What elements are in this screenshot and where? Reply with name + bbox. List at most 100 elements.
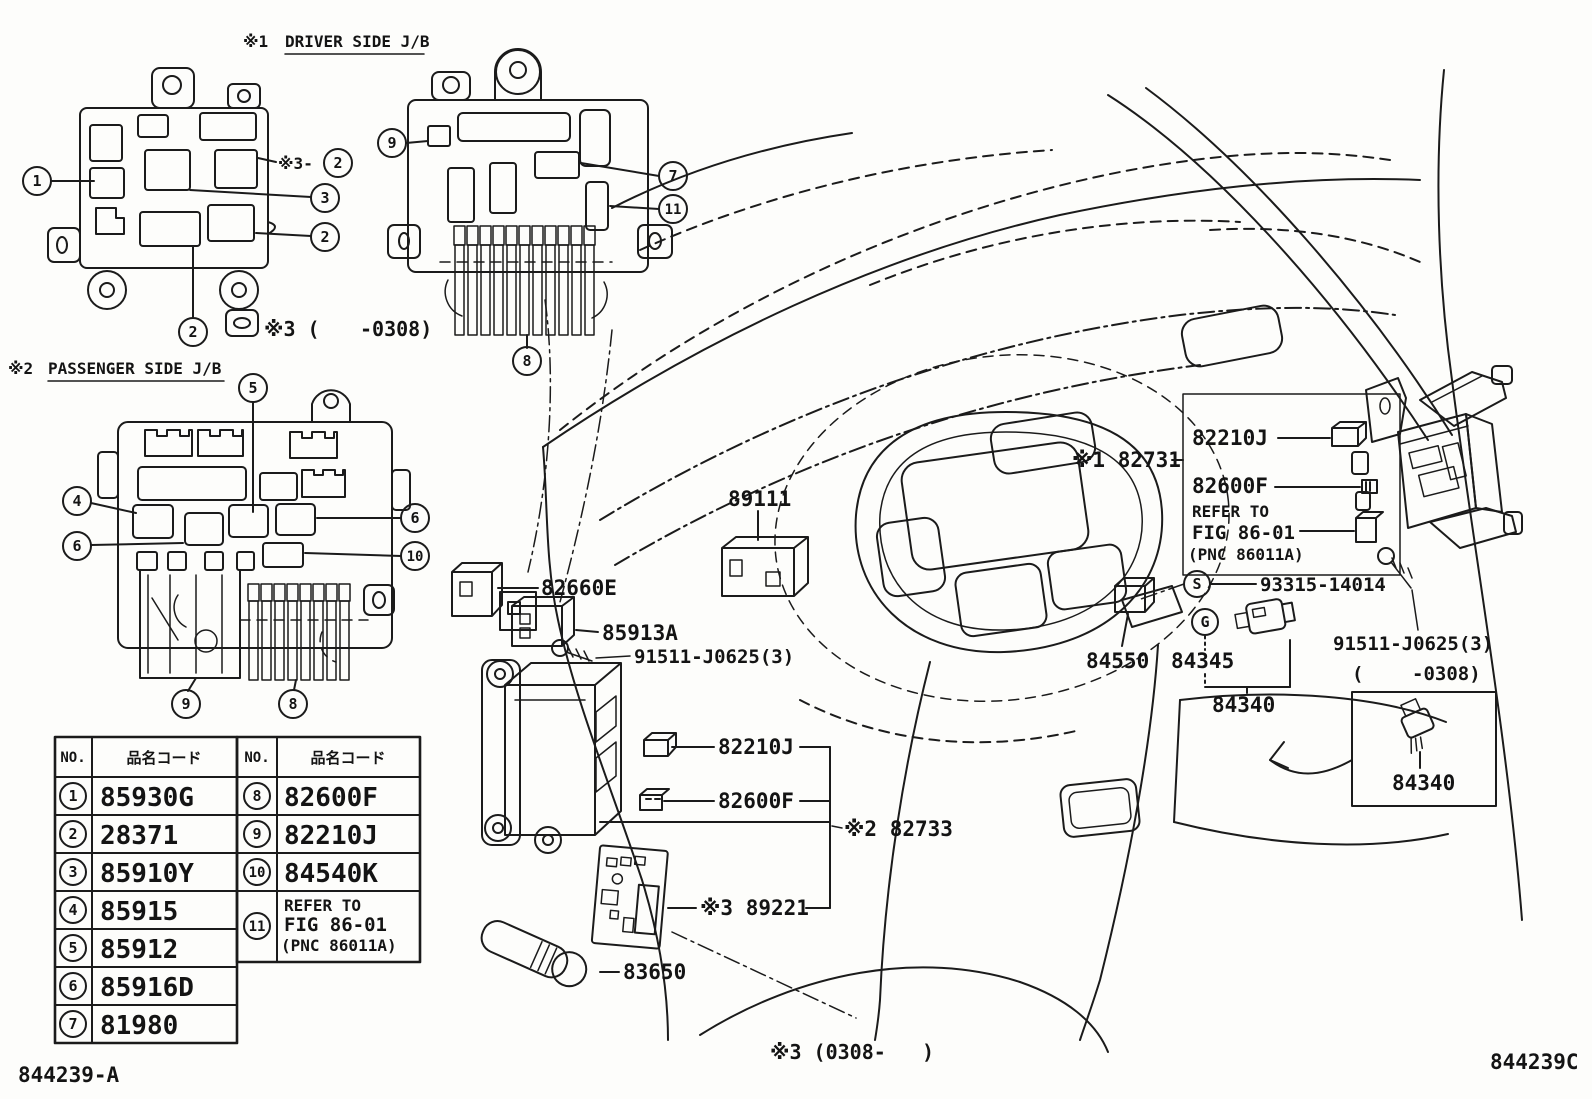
- relay-89111-group: 89111: [721, 487, 809, 597]
- connector-82210j-center-group: 82210J: [643, 732, 831, 759]
- jb-82731-drawing: [1351, 365, 1523, 549]
- label-82210j-center: 82210J: [718, 735, 794, 759]
- row-no: 1: [68, 787, 77, 805]
- label-82600f-center: 82600F: [718, 789, 794, 813]
- label-84340: 84340: [1212, 693, 1275, 717]
- driver-jb-title: DRIVER SIDE J/B: [285, 32, 430, 51]
- driver-jb-drawing: [47, 67, 276, 337]
- callout-8-bottom: 8: [288, 695, 297, 713]
- footer-variant-open: ※3 (0308-: [770, 1040, 886, 1064]
- row-no: 9: [252, 825, 261, 843]
- board-89221-group: ※3 89221: [590, 844, 831, 950]
- row-no: 3: [68, 863, 77, 881]
- driver-jb-section: ※1 DRIVER SIDE J/B: [22, 32, 430, 347]
- drawing-number-left: 844239-A: [18, 1063, 120, 1087]
- assembly-82733-bracket: ※2 82733: [599, 746, 953, 909]
- row-code: 85912: [100, 935, 178, 965]
- table-no-header-right: NO.: [244, 750, 269, 766]
- row-no: 5: [68, 939, 77, 957]
- callout-5: 5: [248, 379, 257, 397]
- relay-85913a-group: 85913A: [511, 596, 678, 647]
- row-code: 85930G: [100, 783, 194, 813]
- row-code: 85916D: [100, 973, 194, 1003]
- row-code-line2: FIG 86-01: [284, 914, 387, 936]
- row-code: 85910Y: [100, 859, 194, 889]
- right-variant-close: -0308): [1412, 663, 1481, 685]
- label-93315: 93315-14014: [1260, 574, 1386, 596]
- table-left-rows: 1 85930G 2 28371 3 85910Y 4 85915 5 8591…: [59, 782, 194, 1041]
- lighter-83650-group: 83650: [480, 920, 686, 988]
- label-box-82210j: 82210J: [1192, 426, 1268, 450]
- screw-right-group: 91511-J0625(3): [1333, 547, 1493, 655]
- jb-82731-label-box: ※1 82731 82210J 82600F REFER TO FIG 86-0…: [1072, 393, 1401, 576]
- screw-93315-group: S 93315-14014: [1183, 570, 1386, 598]
- label-83650: 83650: [623, 960, 686, 984]
- driver-variant-note-close: -0308): [360, 317, 432, 341]
- old-84340-box-group: ( -0308) 84340: [1269, 663, 1497, 807]
- row-no: 4: [68, 901, 77, 919]
- parts-table: NO. 品名コード NO. 品名コード 1 85930G 2 28371 3 8…: [53, 735, 422, 1045]
- passenger-jb-title-prefix: ※2: [8, 359, 33, 378]
- screw-center-group: 91511-J0625(3): [551, 639, 794, 668]
- driver-jb-0308-drawing: [387, 48, 673, 336]
- passenger-jb-title: PASSENGER SIDE J/B: [48, 359, 222, 378]
- callout-6-right: 6: [410, 509, 419, 527]
- row-code: 84540K: [284, 859, 378, 889]
- callout-1: 1: [32, 172, 41, 190]
- driver-jb-callouts: 1 3 2 2 ※3- 2: [22, 148, 353, 347]
- row-code: 82600F: [284, 783, 378, 813]
- callout-9-bottom: 9: [181, 695, 190, 713]
- callout-9-top: 9: [387, 134, 396, 152]
- label-85913a: 85913A: [602, 621, 678, 645]
- row-no: 7: [68, 1015, 77, 1033]
- callout-3: 3: [320, 189, 329, 207]
- row-no: 6: [68, 977, 77, 995]
- driver-jb-0308-section: 9 7 11 8 ※3 ( -0308): [264, 48, 688, 376]
- screw-marker: S: [1192, 575, 1201, 593]
- row-no: 11: [249, 919, 266, 935]
- label-old-84340: 84340: [1392, 771, 1455, 795]
- connector-82600f-center-group: 82600F: [639, 788, 831, 813]
- table-code-header-right: 品名コード: [310, 749, 385, 767]
- drawing-number-right: 844239C: [1490, 1050, 1579, 1074]
- passenger-jb-section: ※2 PASSENGER SIDE J/B: [8, 359, 430, 719]
- table-code-header-left: 品名コード: [126, 749, 201, 767]
- label-84345: 84345: [1171, 649, 1234, 673]
- row-code: 82210J: [284, 821, 378, 851]
- label-82733: ※2 82733: [844, 817, 953, 841]
- callout-4: 4: [72, 492, 81, 510]
- table-right-rows: 8 82600F 9 82210J 10 84540K 11 REFER TO …: [243, 782, 397, 955]
- label-refer-line3: (PNC 86011A): [1188, 545, 1304, 564]
- callout-2-variant-prefix: ※3-: [278, 154, 313, 173]
- row-code: 28371: [100, 821, 178, 851]
- label-82731: ※1 82731: [1072, 448, 1181, 472]
- grommet-marker: G: [1200, 613, 1209, 631]
- callout-6-left: 6: [72, 537, 81, 555]
- callout-2-variant: 2: [333, 154, 342, 172]
- passenger-jb-callouts: 5 4 6 6 10 9 8: [62, 373, 430, 719]
- label-89221: ※3 89221: [700, 896, 809, 920]
- dashboard-art: [527, 69, 1523, 1053]
- label-91511-right: 91511-J0625(3): [1333, 633, 1493, 655]
- label-89111: 89111: [728, 487, 791, 511]
- row-no: 8: [252, 787, 261, 805]
- row-code: 81980: [100, 1011, 178, 1041]
- passenger-jb-drawing: [97, 389, 411, 681]
- callout-2-bottom: 2: [188, 323, 197, 341]
- row-code: 85915: [100, 897, 178, 927]
- row-no: 10: [249, 865, 266, 881]
- driver-variant-note-open: ※3 (: [264, 317, 320, 341]
- label-refer-line2: FIG 86-01: [1192, 522, 1295, 544]
- label-box-82600f: 82600F: [1192, 474, 1268, 498]
- ecu-82733-group: [481, 659, 622, 854]
- footer-variant-close: ): [922, 1040, 934, 1064]
- callout-8-top: 8: [522, 352, 531, 370]
- row-no: 2: [68, 825, 77, 843]
- callout-7: 7: [668, 167, 677, 185]
- row-code-line3: (PNC 86011A): [281, 936, 397, 955]
- driver-jb-title-prefix: ※1: [243, 32, 268, 51]
- label-refer-line1: REFER TO: [1192, 502, 1269, 521]
- label-91511-center: 91511-J0625(3): [634, 646, 794, 668]
- label-84550: 84550: [1086, 649, 1149, 673]
